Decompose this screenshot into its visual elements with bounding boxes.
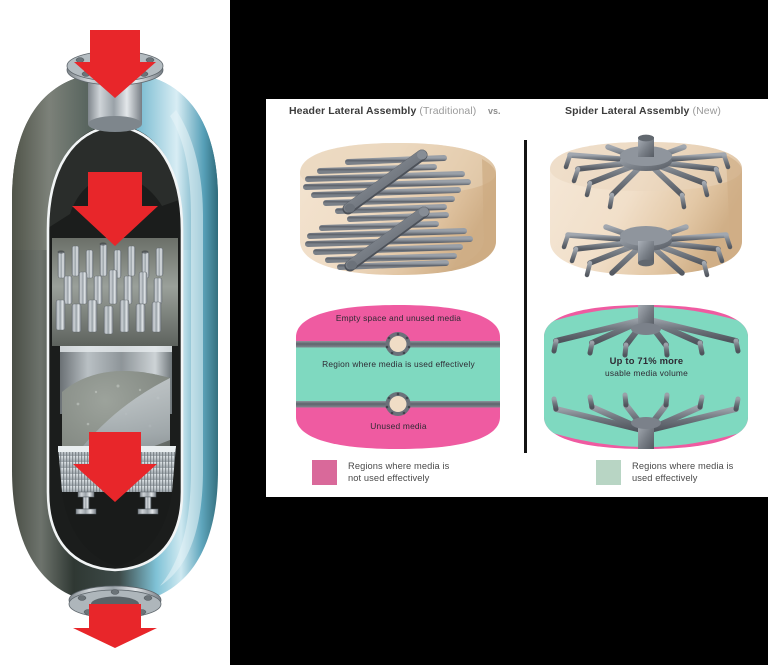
vessel-illustration-svg <box>12 30 218 648</box>
lower-header-lateral-group <box>305 206 473 272</box>
inlet-flow-arrow-top <box>74 30 156 98</box>
lateral-pipe-lower <box>296 392 500 416</box>
upper-spider-assembly <box>563 134 731 214</box>
header-lateral-assembly-illustration <box>286 129 511 289</box>
column-header-lateral: Empty space and unused media Region wher… <box>286 129 511 459</box>
upper-header-lateral-group <box>303 149 471 215</box>
heading-spider-lateral: Spider Lateral Assembly (New) <box>565 105 721 117</box>
upper-distributor-nozzles <box>52 238 178 346</box>
legend-item-used-effectively: Regions where media is used effectively <box>596 459 733 485</box>
legend-label-not-used-effectively: Regions where media is not used effectiv… <box>348 461 450 483</box>
panel-headings: Header Lateral Assembly (Traditional) vs… <box>266 105 768 129</box>
header-lateral-media-usage-diagram: Empty space and unused media Region wher… <box>286 297 511 457</box>
spider-lateral-assembly-illustration <box>534 129 759 289</box>
lateral-pipe-upper <box>296 332 500 356</box>
legend-item-not-used-effectively: Regions where media is not used effectiv… <box>312 459 449 485</box>
heading-header-lateral-paren: (Traditional) <box>419 105 477 117</box>
heading-header-lateral: Header Lateral Assembly (Traditional) <box>289 105 476 117</box>
outlet-flow-arrow-bottom <box>73 604 157 648</box>
vs-label: vs. <box>488 106 501 116</box>
collection-flow-arrow <box>73 432 157 502</box>
lower-spider-assembly <box>561 224 733 280</box>
legend-swatch-pink <box>312 460 337 485</box>
collection-chamber <box>62 491 172 566</box>
spider-lateral-media-usage-diagram: Up to 71% more usable media volume <box>534 297 759 457</box>
column-spider-lateral: Up to 71% more usable media volume <box>534 129 759 459</box>
legend-label-used-effectively: Regions where media is used effectively <box>632 461 734 483</box>
legend: Regions where media is not used effectiv… <box>266 459 768 499</box>
legend-swatch-teal <box>596 460 621 485</box>
spider-laterals-overlay <box>551 305 741 449</box>
center-divider <box>524 140 527 453</box>
heading-header-lateral-title: Header Lateral Assembly <box>289 105 417 117</box>
distribution-flow-arrow <box>72 172 158 246</box>
heading-spider-lateral-title: Spider Lateral Assembly <box>565 105 690 117</box>
heading-spider-lateral-paren: (New) <box>692 105 721 117</box>
filtration-vessel-cutaway <box>0 0 230 665</box>
media-usage-bands <box>296 305 500 449</box>
lateral-assembly-comparison-panel: Header Lateral Assembly (Traditional) vs… <box>266 99 768 497</box>
